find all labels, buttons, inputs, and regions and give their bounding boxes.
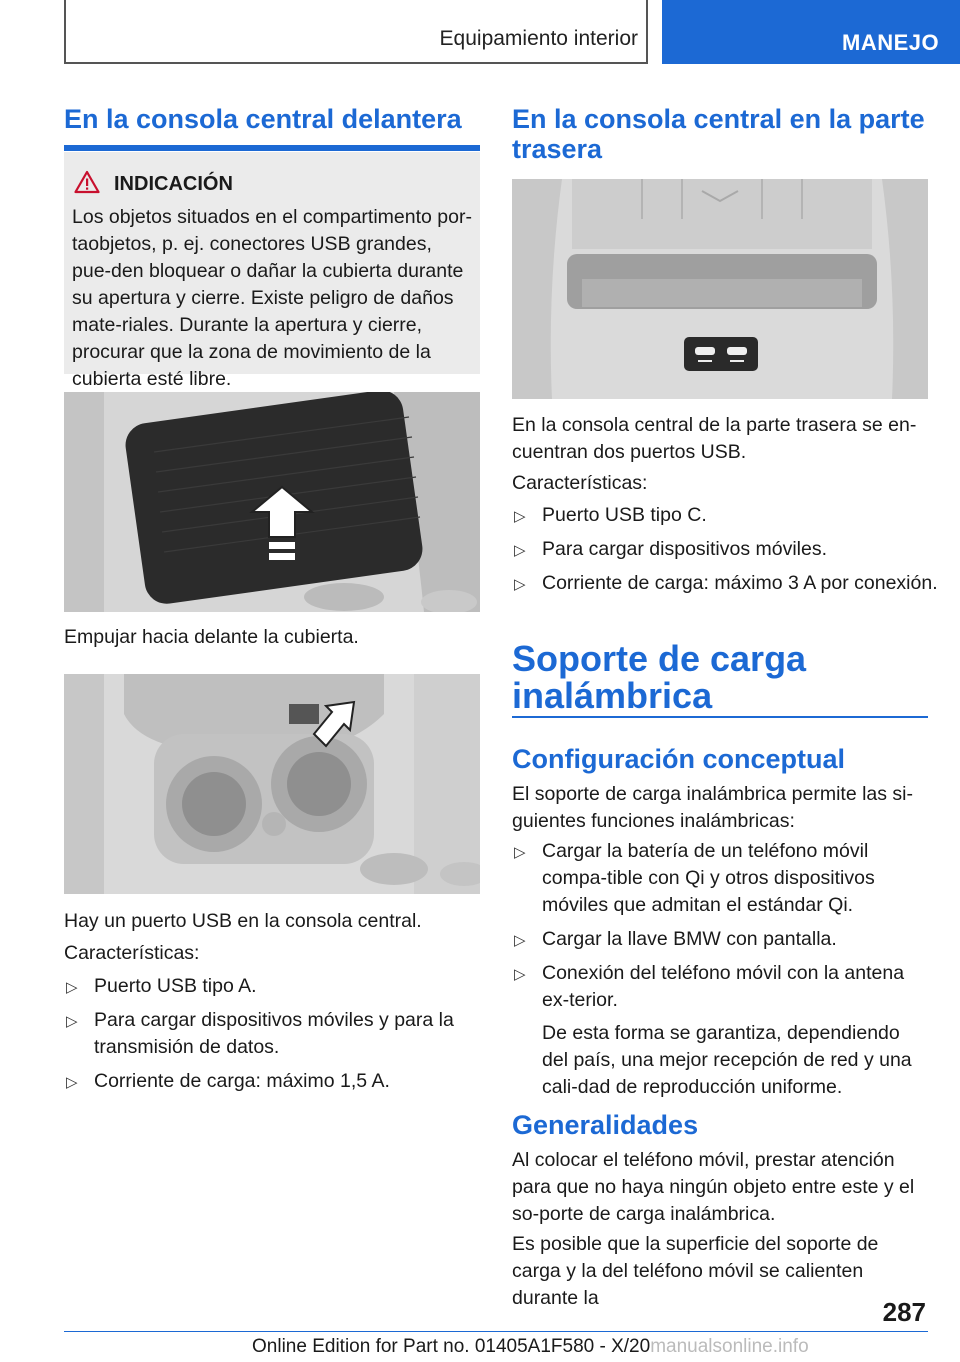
heading-concept: Configuración conceptual <box>512 744 846 774</box>
general-paragraph-1: Al colocar el teléfono móvil, prestar at… <box>512 1149 915 1225</box>
page-h1: Soporte de carga inalámbrica <box>512 638 807 716</box>
triangle-bullet-icon: ▷ <box>514 508 526 525</box>
page-number: 287 <box>882 1297 926 1327</box>
triangle-bullet-icon: ▷ <box>514 576 526 593</box>
features-label-front: Características: <box>64 942 200 964</box>
warning-box: INDICACIÓN Los objetos situados en el co… <box>64 152 480 390</box>
heading-front-console: En la consola central delantera <box>64 104 462 134</box>
warning-triangle-icon <box>74 170 100 194</box>
footer-rule <box>64 1331 928 1332</box>
chapter-tab[interactable]: MANEJO <box>662 0 960 64</box>
features-label-rear: Características: <box>512 472 648 494</box>
features-list-front: ▷Puerto USB tipo A. ▷Para cargar disposi… <box>64 973 480 1102</box>
heading-rule <box>64 145 480 151</box>
cupholder-usb-image <box>64 674 480 894</box>
list-item: ▷Para cargar dispositivos móviles. <box>512 536 932 563</box>
list-item: ▷Cargar la batería de un teléfono móvil … <box>514 840 875 916</box>
section-title: Equipamiento interior <box>439 27 638 50</box>
rear-usb-image <box>512 179 928 399</box>
triangle-bullet-icon: ▷ <box>514 932 526 949</box>
list-item: ▷Puerto USB tipo A. <box>64 973 480 1000</box>
caption-usb-front: Hay un puerto USB en la consola central. <box>64 910 422 932</box>
warning-text: Los objetos situados en el compartimento… <box>72 206 472 390</box>
general-paragraph-2: Es posible que la superficie del soporte… <box>512 1233 879 1309</box>
list-item: ▷Cargar la llave BMW con pantalla. <box>512 926 928 953</box>
features-list-rear: ▷Puerto USB tipo C. ▷Para cargar disposi… <box>512 502 938 604</box>
concept-list: ▷Cargar la batería de un teléfono móvil … <box>512 838 928 1108</box>
triangle-bullet-icon: ▷ <box>66 1013 78 1030</box>
heading-general: Generalidades <box>512 1110 699 1140</box>
caption-rear-usb: En la consola central de la parte traser… <box>512 414 917 463</box>
triangle-bullet-icon: ▷ <box>514 966 526 983</box>
concept-subnote: De esta forma se garantiza, dependiendo … <box>542 1022 912 1098</box>
h1-rule <box>512 716 928 718</box>
heading-rear-console: En la consola central en la parte traser… <box>512 104 925 164</box>
list-item: ▷Conexión del teléfono móvil con la ante… <box>512 960 928 1101</box>
triangle-bullet-icon: ▷ <box>514 844 526 861</box>
edition-line: Online Edition for Part no. 01405A1F580 … <box>252 1336 809 1357</box>
list-item: ▷Corriente de carga: máximo 3 A por cone… <box>512 570 938 597</box>
list-item: ▷Corriente de carga: máximo 1,5 A. <box>64 1068 480 1095</box>
triangle-bullet-icon: ▷ <box>66 979 78 996</box>
list-item: ▷Para cargar dispositivos móviles y para… <box>66 1009 454 1058</box>
list-item: ▷Puerto USB tipo C. <box>512 502 932 529</box>
watermark: manualsonline.info <box>650 1336 809 1357</box>
warning-title: INDICACIÓN <box>114 173 233 195</box>
console-cover-image <box>64 392 480 612</box>
triangle-bullet-icon: ▷ <box>66 1074 78 1091</box>
header-frame <box>64 0 648 64</box>
caption-cover: Empujar hacia delante la cubierta. <box>64 626 359 648</box>
concept-text: El soporte de carga inalámbrica permite … <box>512 783 914 832</box>
triangle-bullet-icon: ▷ <box>514 542 526 559</box>
